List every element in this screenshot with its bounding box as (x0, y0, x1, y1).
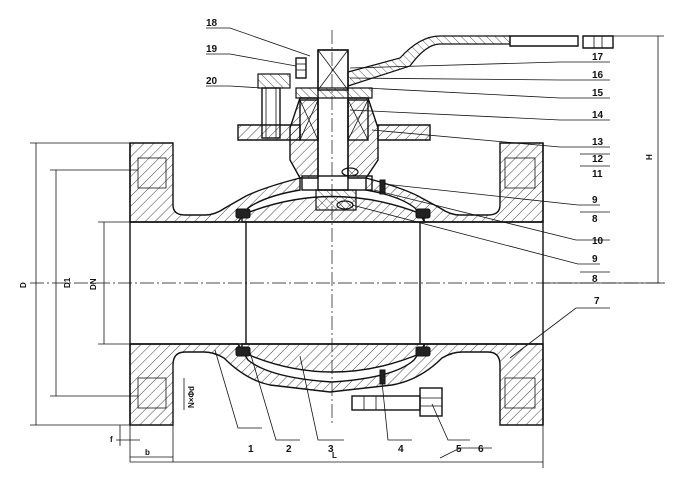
dim-bolt-holes: N×Φd (187, 386, 196, 408)
callout-labels: 1 2 3 4 5 6 7 8 9 10 9 8 11 12 13 14 15 … (206, 18, 604, 455)
dim-DN: DN (89, 278, 98, 290)
callout-2: 2 (286, 444, 292, 455)
callout-11: 11 (592, 169, 603, 180)
callout-9-upper: 9 (592, 195, 598, 206)
callout-8-lower: 8 (592, 274, 598, 285)
callout-7: 7 (594, 296, 600, 307)
dim-L: L (332, 451, 337, 460)
callout-19: 19 (206, 44, 218, 55)
dim-H: H (645, 154, 654, 160)
callout-14: 14 (592, 110, 604, 121)
body-bolt (351, 179, 443, 417)
body-lower (129, 157, 544, 426)
dim-D1: D1 (63, 277, 72, 288)
callout-16: 16 (592, 70, 604, 81)
callout-17: 17 (592, 52, 604, 63)
leaders (206, 27, 610, 459)
callout-8-upper: 8 (592, 214, 598, 225)
dimensions: D D1 DN N×Φd f b L H (19, 35, 664, 468)
gland-bolt (257, 73, 291, 139)
callout-9-lower: 9 (592, 254, 598, 265)
seats (235, 208, 431, 357)
callout-15: 15 (592, 88, 604, 99)
callout-18: 18 (206, 18, 218, 29)
callout-4: 4 (398, 444, 404, 455)
dim-f: f (110, 435, 113, 444)
callout-3: 3 (328, 444, 334, 455)
callout-5: 5 (456, 444, 462, 455)
ball (241, 195, 425, 373)
callout-10: 10 (592, 236, 604, 247)
callout-1: 1 (248, 444, 254, 455)
dim-b: b (145, 448, 150, 457)
callout-13: 13 (592, 137, 604, 148)
dim-D: D (19, 282, 28, 288)
callout-6: 6 (478, 444, 484, 455)
callout-20: 20 (206, 76, 218, 87)
callout-12: 12 (592, 154, 604, 165)
handle-lever (295, 35, 614, 87)
